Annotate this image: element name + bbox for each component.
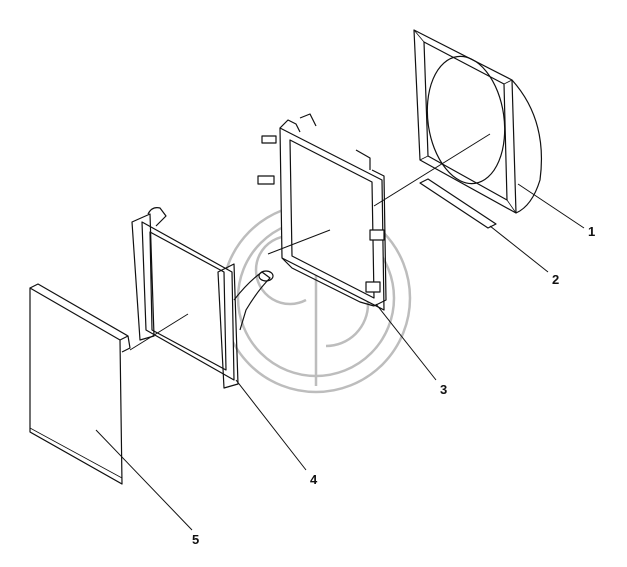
seal-strip — [419, 178, 497, 229]
callout-4: 4 — [310, 472, 318, 487]
callout-5: 5 — [192, 532, 199, 547]
fan-shroud — [413, 29, 543, 214]
leader-lines — [95, 133, 585, 531]
leader-1 — [373, 133, 491, 207]
leader-4 — [129, 313, 189, 351]
leader-2 — [489, 225, 549, 273]
leader-5 — [95, 429, 193, 531]
leader-1-out — [517, 183, 585, 229]
callout-2: 2 — [552, 272, 559, 287]
callout-3: 3 — [440, 382, 447, 397]
radiator — [257, 113, 387, 311]
leader-4-out — [235, 379, 307, 471]
callout-1: 1 — [588, 224, 595, 239]
leader-3-out — [375, 303, 437, 381]
front-panel — [29, 283, 131, 485]
charge-air-cooler — [131, 207, 274, 389]
leader-3 — [267, 229, 331, 255]
